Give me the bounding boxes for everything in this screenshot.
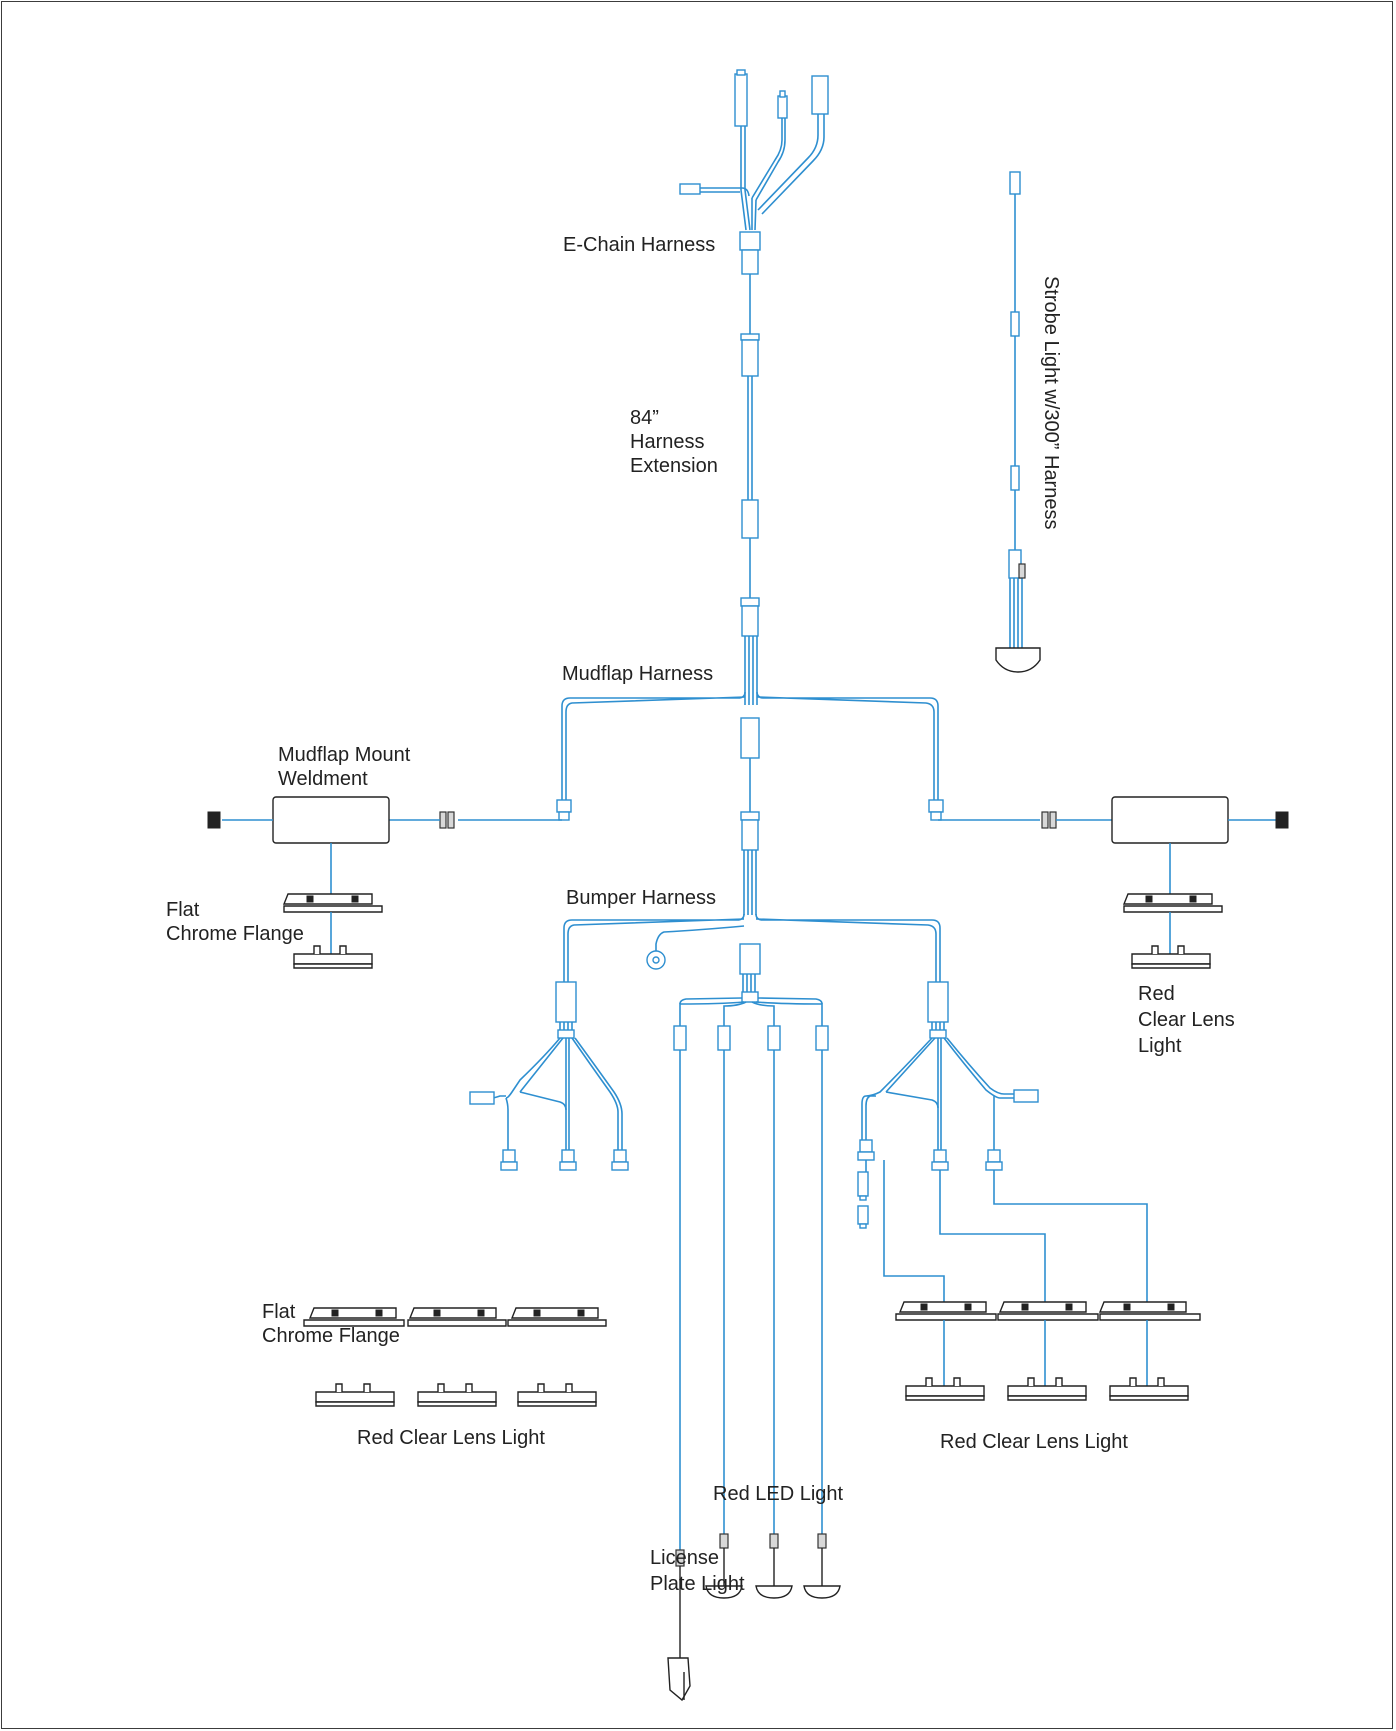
mudflap-mount-right [938, 796, 1289, 969]
right-lights [895, 1301, 1201, 1401]
label-weldment: Weldment [278, 768, 368, 790]
bottom-left-lights [303, 1307, 607, 1407]
label-plate-light: Plate Light [650, 1573, 745, 1595]
label-chrome-flange-bottom: Chrome Flange [262, 1325, 400, 1347]
label-flat-left: Flat [166, 899, 200, 921]
strobe-light-harness [995, 171, 1041, 673]
label-e-chain-harness: E-Chain Harness [563, 234, 715, 256]
mudflap-mount-left [207, 796, 562, 969]
label-license: License [650, 1547, 719, 1569]
label-flat-bottom: Flat [262, 1301, 296, 1323]
e-chain-harness [679, 69, 829, 334]
label-bumper-harness: Bumper Harness [566, 887, 716, 909]
center-lights [667, 1025, 841, 1702]
label-strobe-light: Strobe Light w/300” Harness [1040, 276, 1062, 529]
label-red-led-light: Red LED Light [713, 1483, 844, 1505]
label-mudflap-harness: Mudflap Harness [562, 663, 713, 685]
label-84-inch: 84” [630, 407, 659, 429]
label-extension: Extension [630, 455, 718, 477]
mudflap-harness [556, 597, 944, 821]
harness-extension [740, 333, 760, 598]
left-sub-branch [469, 981, 629, 1171]
right-sub-branch [857, 981, 1148, 1302]
label-red-clear-lens-bottom-right: Red Clear Lens Light [940, 1431, 1128, 1453]
label-red-right: Red [1138, 983, 1175, 1005]
label-harness: Harness [630, 431, 704, 453]
label-chrome-flange-left: Chrome Flange [166, 923, 304, 945]
label-red-clear-lens-bottom-left: Red Clear Lens Light [357, 1427, 545, 1449]
label-mudflap-mount: Mudflap Mount [278, 744, 411, 766]
label-clear-lens-right: Clear Lens [1138, 1009, 1235, 1031]
label-light-right: Light [1138, 1035, 1182, 1057]
bumper-harness [563, 811, 941, 1026]
